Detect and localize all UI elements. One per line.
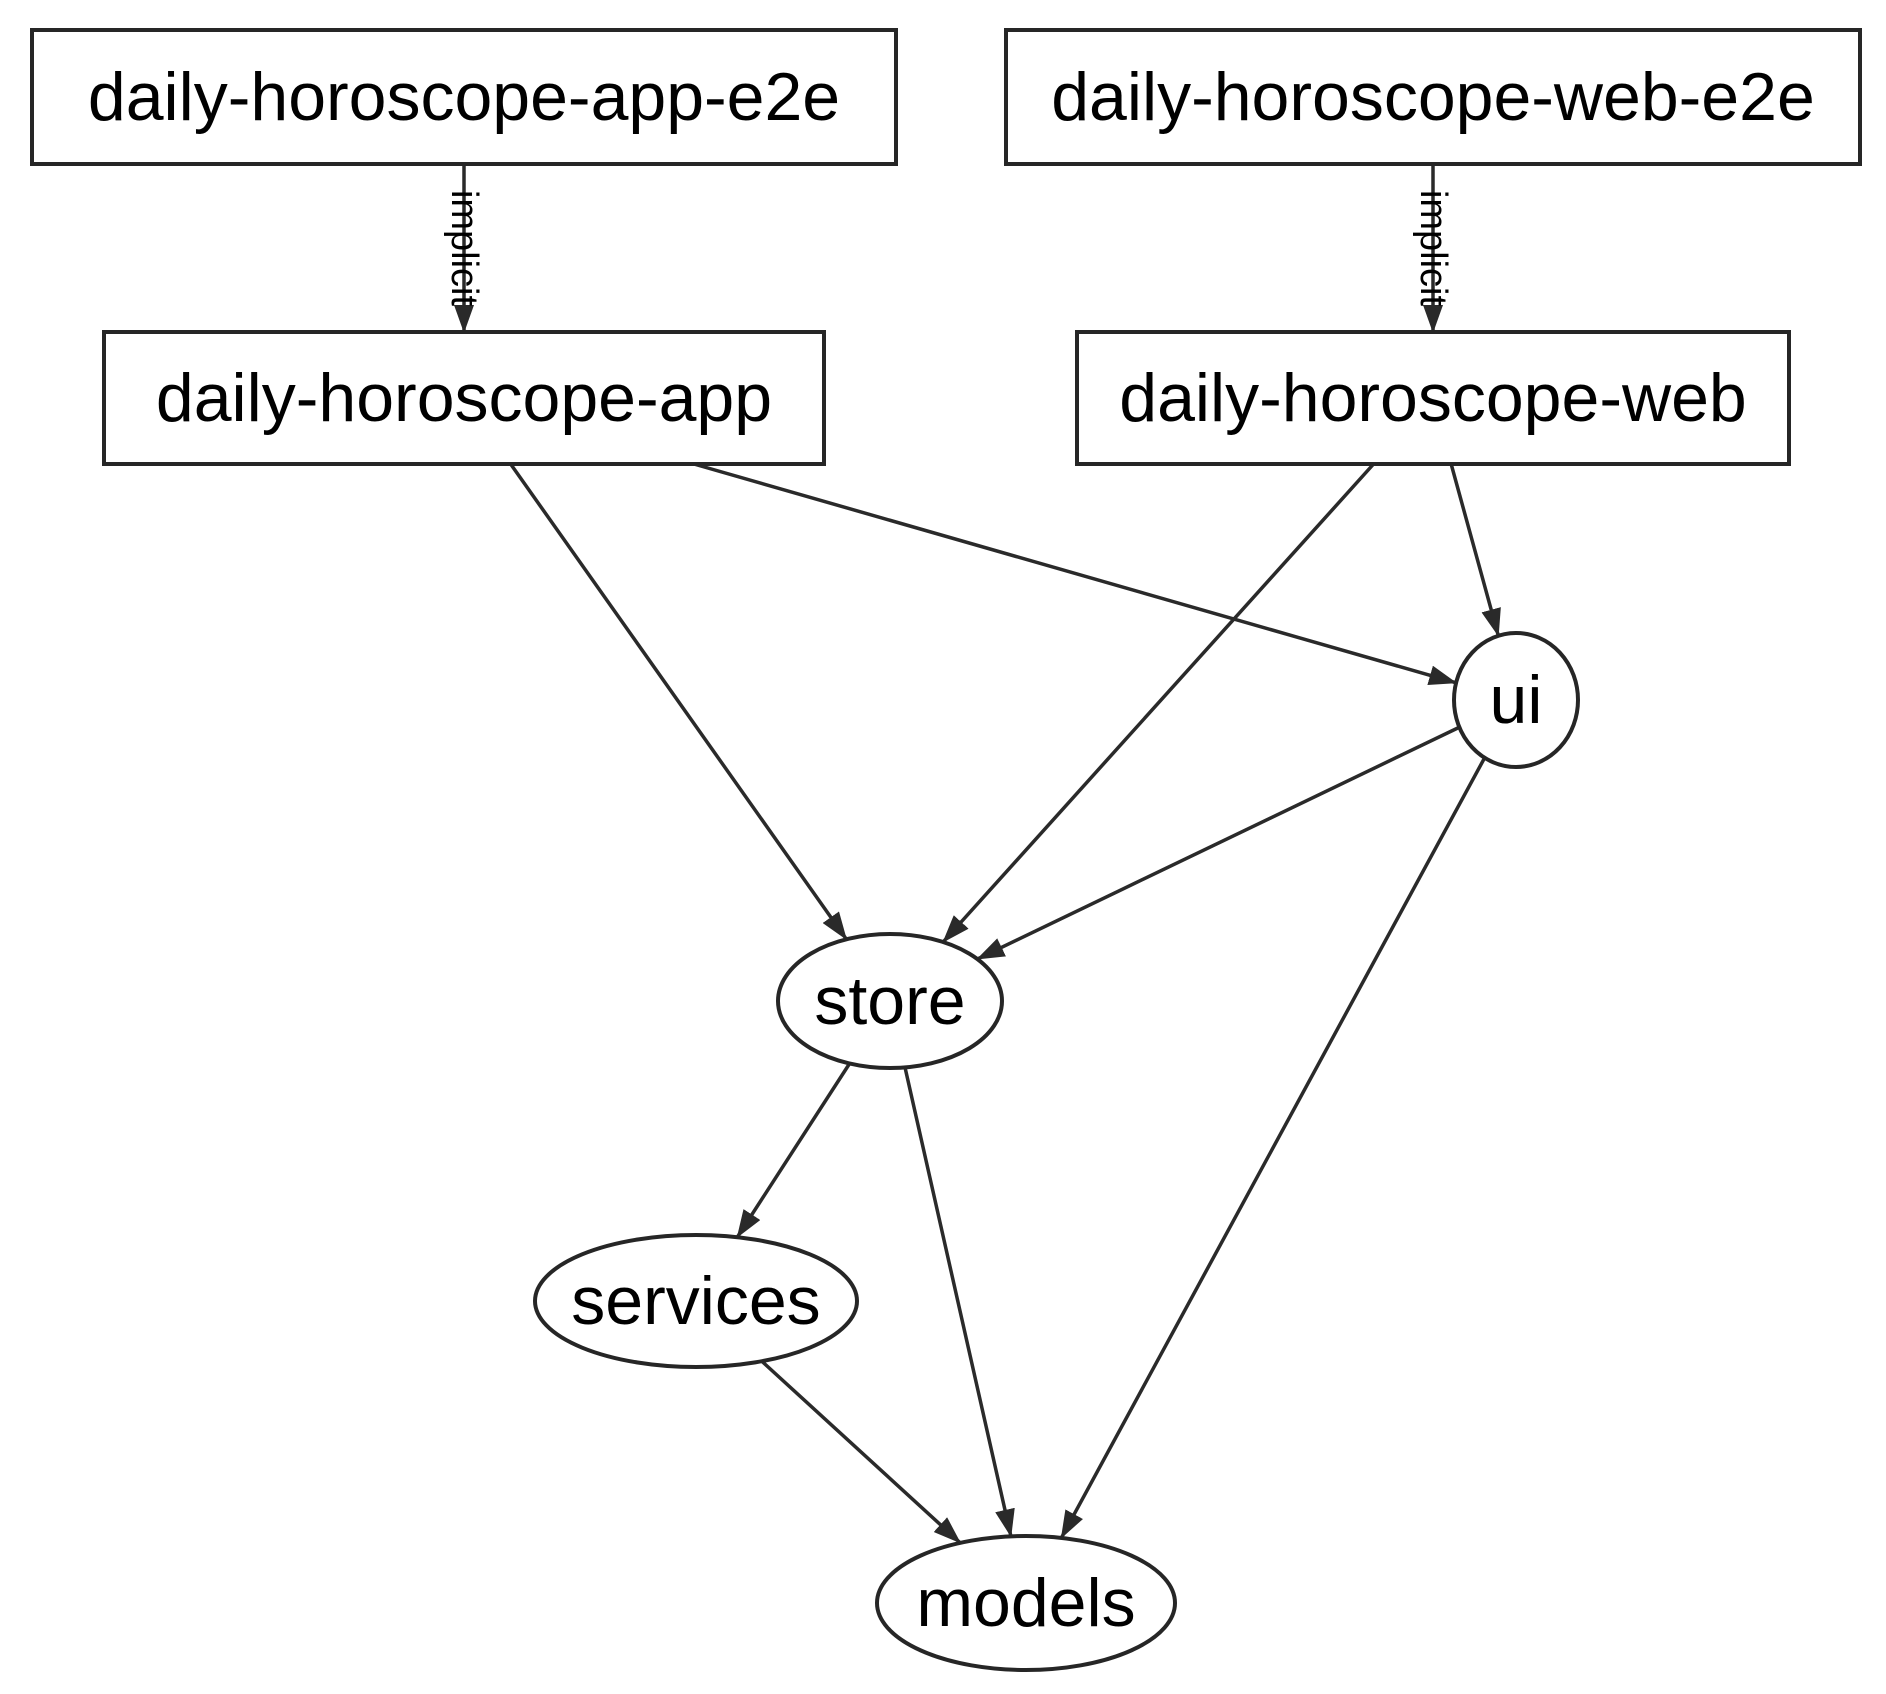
node-shape-models [875, 1534, 1177, 1672]
edge-services-to-models [760, 1359, 962, 1545]
edge-label-daily-horoscope-web-e2e-to-daily-horoscope-web: implicit [1412, 190, 1454, 307]
edge-line-ui-to-models [1059, 756, 1487, 1539]
node-shape-daily-horoscope-app [102, 330, 826, 466]
node-label-store: store [814, 963, 965, 1039]
node-shape-store [776, 932, 1004, 1070]
edge-line-ui-to-store [976, 725, 1461, 961]
node-ui: ui [1452, 631, 1580, 769]
node-label-services: services [571, 1263, 820, 1339]
edge-line-daily-horoscope-web-to-ui [1449, 463, 1501, 637]
edge-daily-horoscope-web-e2e-to-daily-horoscope-web: implicit [1412, 164, 1454, 333]
edge-label-daily-horoscope-app-e2e-to-daily-horoscope-app: implicit [443, 190, 485, 307]
node-label-daily-horoscope-web: daily-horoscope-web [1119, 360, 1746, 436]
edge-line-store-to-services [735, 1062, 852, 1239]
edge-store-to-models [903, 1067, 1015, 1538]
node-label-daily-horoscope-web-e2e: daily-horoscope-web-e2e [1051, 59, 1815, 135]
edges-layer: implicit implicit [443, 164, 1501, 1545]
edge-daily-horoscope-app-to-ui [693, 462, 1458, 685]
nodes-layer: daily-horoscope-app-e2e daily-horoscope-w… [30, 28, 1862, 1672]
node-label-daily-horoscope-app-e2e: daily-horoscope-app-e2e [88, 59, 840, 135]
node-label-daily-horoscope-app: daily-horoscope-app [156, 360, 772, 436]
edge-line-daily-horoscope-web-to-store [941, 462, 1375, 944]
node-label-models: models [916, 1565, 1135, 1641]
node-shape-daily-horoscope-web [1075, 330, 1791, 466]
edge-ui-to-store [976, 725, 1461, 961]
node-daily-horoscope-web-e2e: daily-horoscope-web-e2e [1004, 28, 1862, 166]
node-daily-horoscope-app: daily-horoscope-app [102, 330, 826, 466]
edge-line-store-to-models [903, 1067, 1015, 1538]
node-shape-daily-horoscope-web-e2e [1004, 28, 1862, 166]
edge-ui-to-models [1059, 756, 1487, 1539]
node-daily-horoscope-web: daily-horoscope-web [1075, 330, 1791, 466]
edge-line-daily-horoscope-app-to-store [509, 462, 848, 941]
edge-daily-horoscope-app-to-store [509, 462, 848, 941]
edge-line-services-to-models [760, 1359, 962, 1545]
node-shape-services [533, 1233, 859, 1369]
edge-daily-horoscope-web-to-ui [1449, 463, 1501, 637]
node-services: services [533, 1233, 859, 1369]
node-daily-horoscope-app-e2e: daily-horoscope-app-e2e [30, 28, 898, 166]
node-label-ui: ui [1490, 662, 1543, 738]
node-shape-daily-horoscope-app-e2e [30, 28, 898, 166]
node-store: store [776, 932, 1004, 1070]
node-shape-ui [1452, 631, 1580, 769]
node-models: models [875, 1534, 1177, 1672]
edge-daily-horoscope-app-e2e-to-daily-horoscope-app: implicit [443, 164, 485, 333]
edge-daily-horoscope-web-to-store [941, 462, 1375, 944]
edge-line-daily-horoscope-app-to-ui [693, 462, 1458, 685]
edge-store-to-services [735, 1062, 852, 1239]
